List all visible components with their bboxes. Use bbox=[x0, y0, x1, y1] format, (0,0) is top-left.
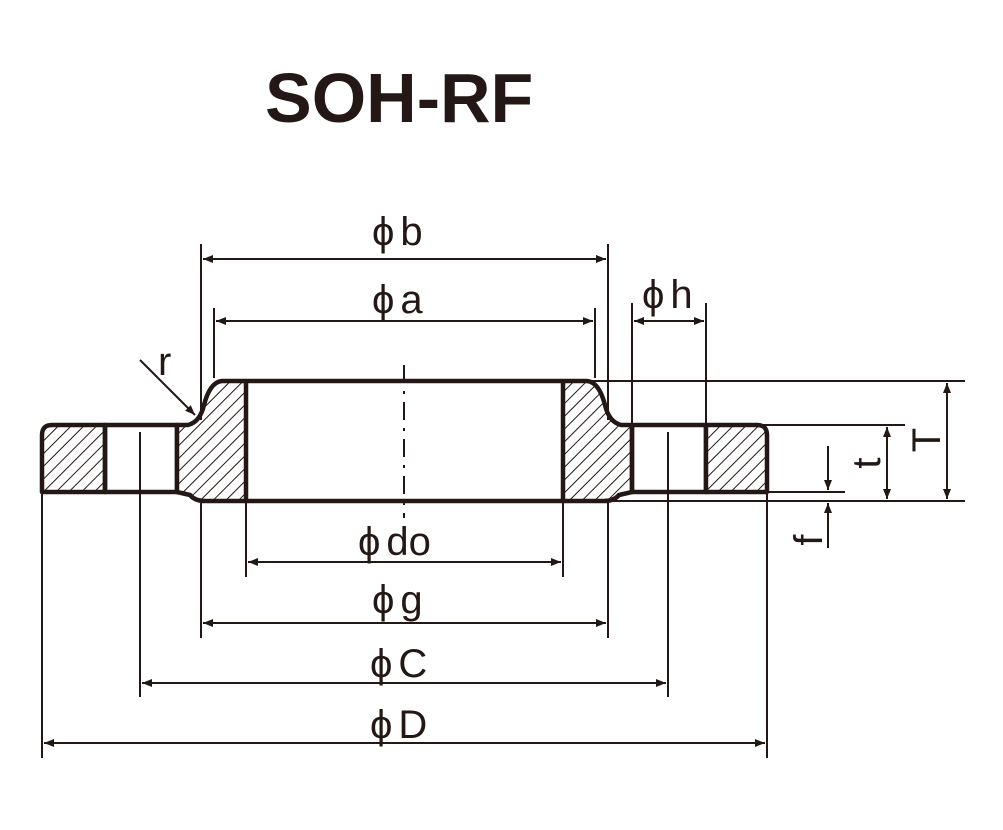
drawing-title: SOH-RF bbox=[265, 59, 533, 137]
svg-text:ϕg: ϕg bbox=[372, 578, 423, 622]
svg-text:ϕD: ϕD bbox=[370, 703, 427, 747]
label-T: T bbox=[905, 428, 949, 452]
svg-text:ϕh: ϕh bbox=[642, 273, 693, 317]
label-f: f bbox=[787, 534, 831, 546]
leader-r bbox=[139, 359, 196, 416]
label-t: t bbox=[845, 457, 889, 468]
svg-text:ϕdo: ϕdo bbox=[358, 520, 431, 564]
flange-right-hub-section bbox=[560, 378, 635, 504]
label-r: r bbox=[158, 340, 171, 384]
svg-text:ϕa: ϕa bbox=[372, 278, 423, 322]
svg-text:ϕb: ϕb bbox=[372, 210, 423, 254]
flange-right-outer-section bbox=[703, 422, 770, 495]
svg-text:ϕC: ϕC bbox=[370, 642, 427, 686]
flange-left-hub-section bbox=[174, 378, 249, 504]
svg-text:r: r bbox=[158, 340, 171, 384]
flange-left-outer-section bbox=[39, 422, 108, 495]
